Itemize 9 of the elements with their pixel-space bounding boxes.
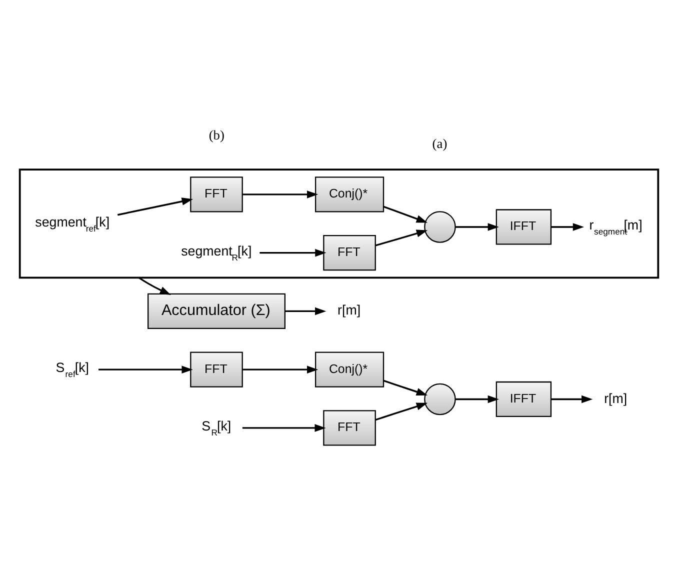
node-text: segment$_{ref}$[k] bbox=[35, 214, 110, 234]
node-text: r[m] bbox=[338, 302, 361, 318]
node-text: segment$_{R}$[k] bbox=[181, 242, 252, 262]
node-text: S$_{R}$[k] bbox=[202, 418, 232, 438]
label: (a) bbox=[432, 136, 448, 151]
node-text: r[m] bbox=[604, 390, 628, 406]
node-text: S$_{ref}$[k] bbox=[56, 360, 89, 379]
node-text: r$_{segment}$[m] bbox=[589, 217, 642, 236]
label: (b) bbox=[208, 127, 224, 142]
